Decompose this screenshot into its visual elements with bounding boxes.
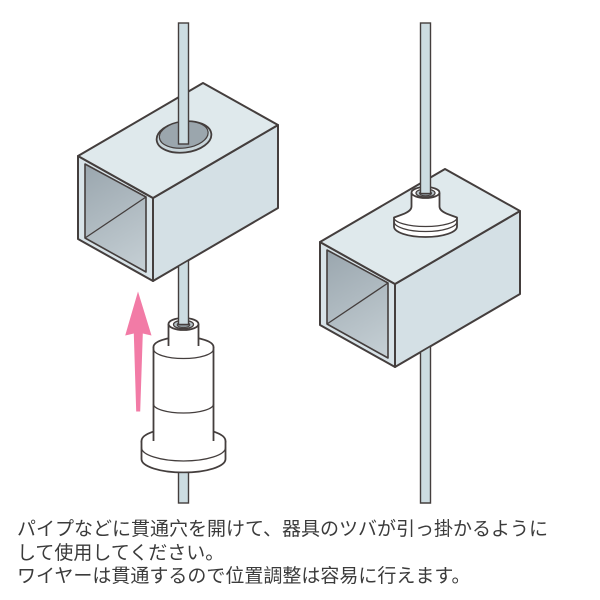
right-diagram — [319, 22, 521, 504]
caption-line-3: ワイヤーは貫通するので位置調整は容易に行えます。 — [17, 566, 471, 587]
wire-upper-right — [419, 22, 432, 195]
fitting-nipple-sides — [167, 324, 200, 346]
up-arrow-icon — [125, 291, 152, 412]
fitting-installed-silhouette — [393, 193, 458, 238]
fitting-body — [153, 347, 214, 441]
fitting-installed-rim-arc — [393, 217, 458, 228]
fitting-body-sides — [152, 347, 215, 441]
wire-lower-right — [419, 345, 432, 504]
fitting-flange-seam — [140, 447, 227, 462]
fitting-body-seam — [152, 403, 215, 414]
wire-lower-left — [177, 471, 190, 504]
caption-line-2: して使用してください。 — [17, 542, 225, 564]
left-diagram — [77, 22, 279, 504]
fitting-body-rim-arc — [152, 348, 215, 360]
wire-middle-left — [177, 259, 190, 326]
caption-line-1: パイプなどに貫通穴を開けて、器具のツバが引っ掛かるように — [17, 519, 549, 540]
wire-upper-left — [177, 22, 190, 145]
wire-fitting-detached — [140, 317, 227, 474]
caption: パイプなどに貫通穴を開けて、器具のツバが引っ掛かるように して使用してください。… — [17, 518, 595, 589]
fitting-installed-seam — [393, 221, 458, 233]
